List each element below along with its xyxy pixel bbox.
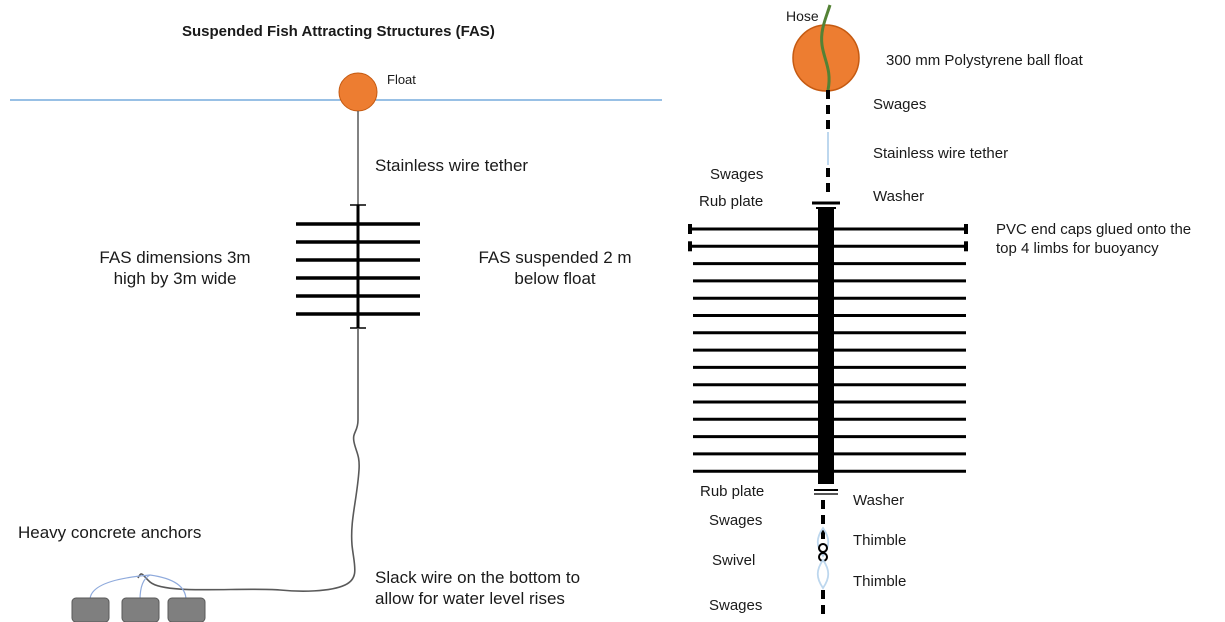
thimble-upper-label: Thimble — [853, 532, 907, 549]
washer-bottom-label: Washer — [853, 492, 905, 509]
pvc-end-caps-label: PVC end caps glued onto the top 4 limbs … — [996, 221, 1191, 259]
swages-bottom-label: Swages — [709, 597, 763, 614]
concrete-anchor — [71, 597, 110, 622]
stainless-tether-label: Stainless wire tether — [873, 145, 1009, 162]
float-ball — [338, 72, 378, 112]
rub-plate-bottom-label: Rub plate — [700, 483, 765, 500]
concrete-anchors — [71, 574, 206, 622]
fas-limbs-right — [688, 224, 968, 473]
washer-top-label: Washer — [873, 188, 925, 205]
pvc-end-cap — [688, 224, 692, 234]
anchor-wire — [149, 574, 187, 601]
slack-wire — [137, 328, 360, 592]
anchor-wire — [139, 574, 151, 601]
tether-label: Stainless wire tether — [375, 156, 529, 175]
fas-suspended-line-1: FAS suspended 2 m — [478, 248, 632, 267]
pvc-end-caps-line-2: top 4 limbs for buoyancy — [996, 239, 1159, 257]
concrete-anchor — [167, 597, 206, 622]
fas-suspended-label: FAS suspended 2 m below float — [465, 247, 645, 290]
thimble-upper — [816, 526, 830, 558]
ball-float-label: 300 mm Polystyrene ball float — [886, 52, 1083, 69]
thimble-lower — [816, 558, 830, 590]
slack-wire-line-2: allow for water level rises — [375, 589, 565, 609]
pvc-end-caps-line-1: PVC end caps glued onto the — [996, 221, 1192, 238]
fas-dimensions-line-2: high by 3m wide — [113, 269, 237, 289]
swages-top-label: Swages — [873, 96, 927, 113]
float-label: Float — [387, 72, 416, 87]
fas-dimensions-line-1: FAS dimensions 3m — [99, 248, 251, 267]
thimble-lower-label: Thimble — [853, 573, 907, 590]
concrete-anchor — [121, 597, 160, 622]
swages-left-label: Swages — [710, 166, 764, 183]
swivel-upper — [818, 543, 828, 553]
anchor-wire — [89, 574, 151, 601]
hose-label: Hose — [786, 8, 819, 24]
swivel-label: Swivel — [712, 552, 756, 569]
pvc-end-cap — [964, 241, 968, 252]
swages-mid-label: Swages — [709, 512, 763, 529]
fas-dimensions-label: FAS dimensions 3m high by 3m wide — [85, 247, 265, 290]
pvc-end-cap — [964, 224, 968, 234]
anchors-label: Heavy concrete anchors — [18, 523, 202, 542]
rub-plate-top-label: Rub plate — [699, 193, 764, 210]
fas-limbs — [296, 222, 420, 316]
pvc-end-cap — [688, 241, 692, 252]
fas-spine-right — [818, 208, 834, 484]
slack-wire-label: Slack wire on the bottom to allow for wa… — [375, 567, 580, 610]
hose-line — [820, 4, 832, 91]
diagram-title: Suspended Fish Attracting Structures (FA… — [182, 23, 495, 40]
slack-wire-line-1: Slack wire on the bottom to — [375, 568, 581, 587]
fas-suspended-line-2: below float — [514, 269, 596, 289]
